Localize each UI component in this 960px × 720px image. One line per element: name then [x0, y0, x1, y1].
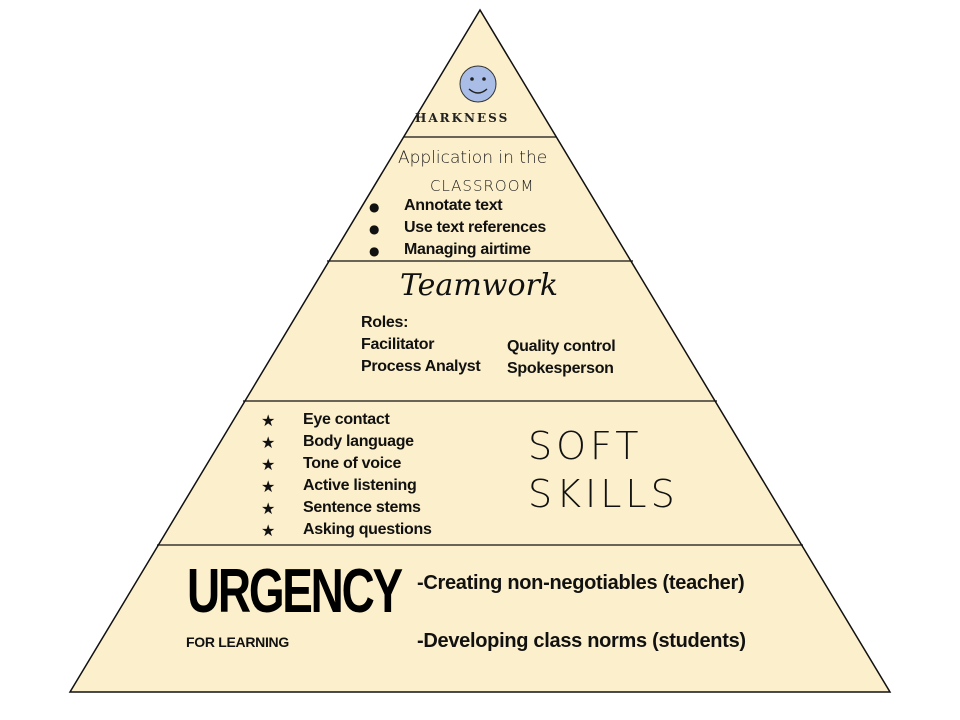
list-item: Sentence stems	[303, 499, 421, 516]
list-item: Active listening	[303, 477, 417, 494]
star-icon: ★	[261, 477, 276, 496]
list-item: Managing airtime	[404, 241, 531, 258]
tier4-title-line2: SKILLS	[528, 472, 679, 516]
role-item: Quality control	[507, 338, 616, 355]
list-item: Body language	[303, 433, 414, 450]
tier2-title-line2: CLASSROOM	[430, 177, 535, 195]
tier3-title: Teamwork	[400, 268, 559, 303]
base-item: -Creating non-negotiables (teacher)	[417, 572, 745, 594]
star-icon: ★	[261, 521, 276, 540]
apex-title: HARKNESS	[415, 111, 510, 125]
list-item: Use text references	[404, 219, 546, 236]
role-item: Facilitator	[361, 336, 435, 353]
star-icon: ★	[261, 499, 276, 518]
list-item: Annotate text	[404, 197, 503, 214]
star-icon: ★	[261, 433, 276, 452]
list-item: Tone of voice	[303, 455, 402, 472]
tier2-title-line1: Application in the	[398, 148, 548, 168]
role-item: Spokesperson	[507, 360, 614, 377]
roles-label: Roles:	[361, 314, 409, 331]
smiley-face-icon	[459, 65, 497, 103]
bullet-icon: ●	[369, 222, 380, 236]
base-title: URGENCY	[187, 557, 403, 626]
bullet-icon: ●	[369, 200, 380, 214]
list-item: Eye contact	[303, 411, 390, 428]
star-icon: ★	[261, 455, 276, 474]
star-icon: ★	[261, 411, 276, 430]
pyramid-shape	[68, 8, 892, 693]
bullet-icon: ●	[369, 244, 380, 258]
base-item: -Developing class norms (students)	[417, 630, 746, 652]
base-subtitle: FOR LEARNING	[186, 634, 289, 650]
list-item: Asking questions	[303, 521, 432, 538]
role-item: Process Analyst	[361, 358, 481, 375]
tier4-title-line1: SOFT	[528, 424, 643, 468]
